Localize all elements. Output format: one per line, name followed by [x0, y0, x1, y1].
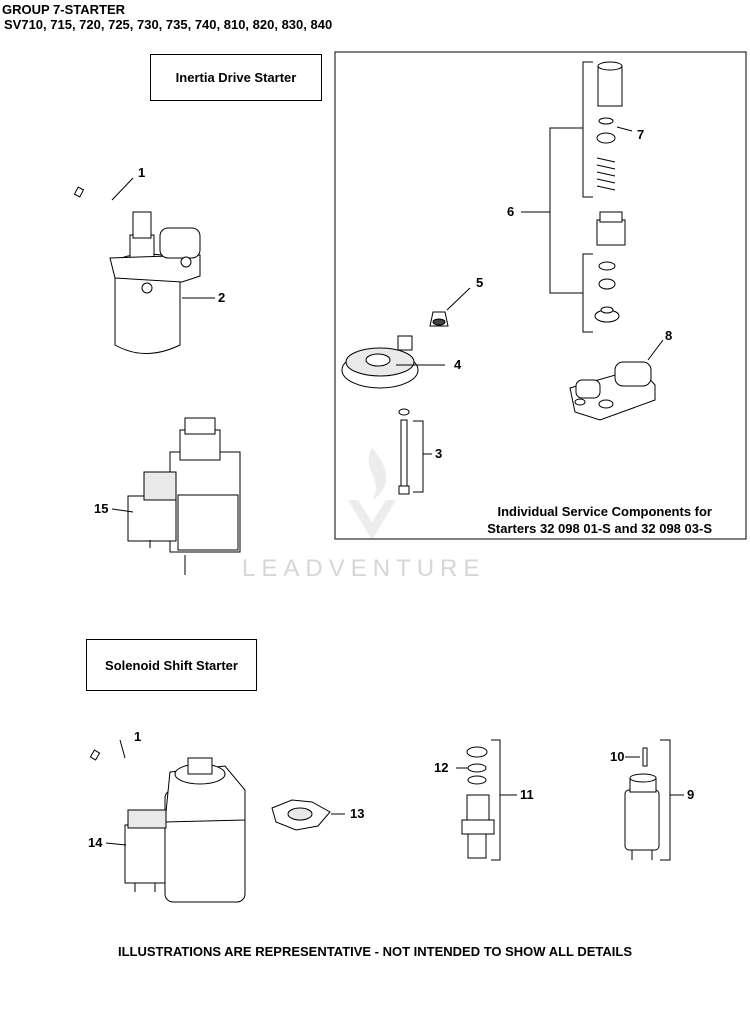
- end-cap-4: [341, 335, 445, 389]
- drive-11: [456, 739, 517, 861]
- drive-kit-6: [594, 61, 626, 323]
- callout-11: 11: [520, 787, 534, 802]
- inertia-starter: [109, 211, 201, 354]
- callout-9: 9: [687, 787, 694, 802]
- callout-10: 10: [610, 749, 624, 764]
- service-components-box: [334, 51, 747, 540]
- inertia-drive-label-box: Inertia Drive Starter: [150, 54, 322, 101]
- footer-disclaimer: ILLUSTRATIONS ARE REPRESENTATIVE - NOT I…: [118, 944, 632, 959]
- watermark-logo: [348, 448, 396, 540]
- plug-5: [429, 287, 471, 327]
- callout-8: 8: [665, 328, 672, 343]
- solenoid-shift-label: Solenoid Shift Starter: [105, 657, 238, 673]
- bracket-6: [521, 61, 633, 333]
- solenoid-shift-label-box: Solenoid Shift Starter: [86, 639, 257, 691]
- callout-15: 15: [94, 501, 108, 516]
- coupler-13: [271, 799, 345, 831]
- service-components-caption: Individual Service Components for Starte…: [440, 503, 712, 537]
- watermark: LEADVENTURE: [242, 555, 486, 582]
- callout-13: 13: [350, 806, 364, 821]
- callout-14: 14: [88, 835, 103, 850]
- through-bolt-3: [398, 408, 432, 495]
- bolt-1-bottom: [89, 749, 139, 781]
- callout-6: 6: [507, 204, 514, 219]
- callout-1-bottom: 1: [134, 729, 141, 744]
- service-caption-line1: Individual Service Components for: [497, 504, 712, 519]
- solenoid-shift-starter: [124, 757, 246, 903]
- service-caption-line2: Starters 32 098 01-S and 32 098 03-S: [487, 521, 712, 536]
- callout-5: 5: [476, 275, 483, 290]
- callout-2: 2: [218, 290, 225, 305]
- callout-3: 3: [435, 446, 442, 461]
- group-title: GROUP 7-STARTER: [2, 2, 126, 17]
- inertia-drive-label: Inertia Drive Starter: [175, 70, 297, 85]
- model-list: SV710, 715, 720, 725, 730, 735, 740, 810…: [4, 17, 333, 32]
- callout-7: 7: [637, 127, 644, 142]
- callout-4: 4: [454, 357, 462, 372]
- callout-1-top: 1: [138, 165, 145, 180]
- solenoid-9: [624, 739, 684, 861]
- starter-15: [127, 417, 241, 575]
- callout-12: 12: [434, 760, 448, 775]
- bracket-8: [569, 339, 664, 421]
- bolt-1-top: [73, 186, 121, 219]
